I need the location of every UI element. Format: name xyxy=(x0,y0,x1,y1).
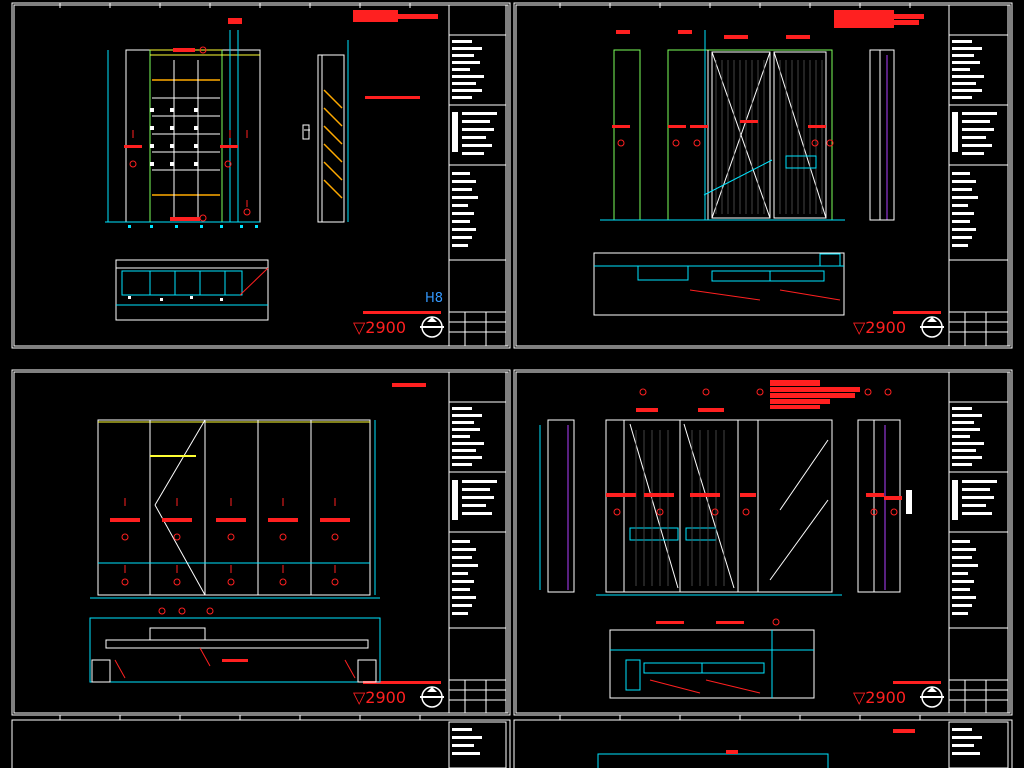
level-label-sheet-1: ▽2900 xyxy=(353,318,406,337)
level-marker-sheet-3: ▽2900 xyxy=(353,686,444,708)
section-circle-icon xyxy=(920,686,944,708)
title-blocks xyxy=(448,4,1009,768)
level-label-sheet-3: ▽2900 xyxy=(353,688,406,707)
level-label-sheet-2: ▽2900 xyxy=(853,318,906,337)
sheet-3-drawing xyxy=(89,419,381,683)
sheet-2-drawing xyxy=(593,30,941,316)
red-annotation-bars xyxy=(353,10,941,733)
section-circle-icon xyxy=(420,686,444,708)
section-circle-icon xyxy=(920,316,944,338)
sheet-4-drawing xyxy=(539,388,912,699)
sheet-1-drawing: H8 xyxy=(105,18,443,321)
section-circle-icon xyxy=(420,316,444,338)
bottom-partial-sheets xyxy=(597,750,829,768)
sheet-1-tag: H8 xyxy=(425,291,443,306)
sheet-frames xyxy=(11,2,1013,768)
level-label-sheet-4: ▽2900 xyxy=(853,688,906,707)
level-marker-sheet-1: ▽2900 xyxy=(353,316,444,338)
level-marker-sheet-2: ▽2900 xyxy=(853,316,944,338)
title-block-text xyxy=(452,40,997,755)
level-marker-sheet-4: ▽2900 xyxy=(853,686,944,708)
